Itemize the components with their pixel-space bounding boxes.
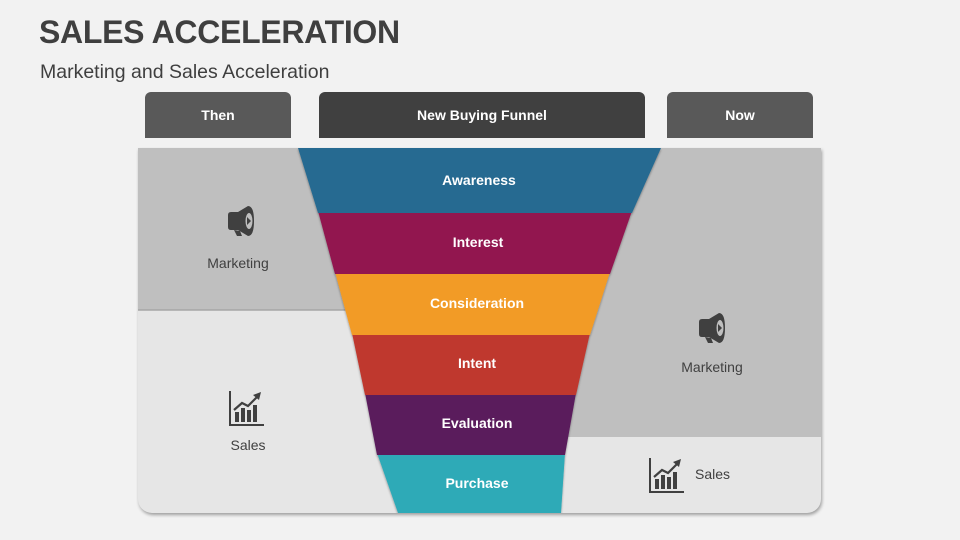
stage-label-awareness: Awareness: [442, 172, 516, 188]
diagram-panel: Marketing Sales Marketing Sales Awarenes…: [138, 148, 821, 513]
stage-label-interest: Interest: [452, 234, 504, 250]
growth-chart-icon: [649, 458, 684, 493]
growth-chart-icon: [229, 391, 264, 426]
now-sales-label: Sales: [695, 466, 731, 482]
stage-label-intent: Intent: [457, 355, 497, 371]
header-new-buying-funnel: New Buying Funnel: [319, 92, 645, 138]
header-now-label: Now: [725, 107, 755, 123]
funnel-graphic: [138, 148, 821, 513]
page-subtitle: Marketing and Sales Acceleration: [40, 61, 330, 83]
now-marketing-label: Marketing: [681, 359, 743, 375]
header-then: Then: [145, 92, 291, 138]
page-title: SALES ACCELERATION: [39, 14, 400, 50]
header-then-label: Then: [201, 107, 235, 123]
stage-label-evaluation: Evaluation: [441, 415, 513, 431]
funnel-stage-interest: [318, 211, 632, 274]
funnel-stage-intent: [352, 333, 590, 395]
funnel-stage-consideration: [335, 272, 610, 335]
header-now: Now: [667, 92, 813, 138]
then-sales-label: Sales: [230, 437, 266, 453]
funnel-stage-purchase: [377, 453, 565, 513]
then-marketing-label: Marketing: [207, 255, 269, 271]
header-funnel-label: New Buying Funnel: [417, 107, 547, 123]
funnel-stage-evaluation: [365, 393, 576, 455]
stage-label-purchase: Purchase: [445, 475, 509, 491]
funnel-stage-awareness: [298, 148, 661, 213]
megaphone-icon: [228, 206, 254, 236]
stage-label-consideration: Consideration: [429, 295, 525, 311]
megaphone-icon: [699, 313, 725, 343]
